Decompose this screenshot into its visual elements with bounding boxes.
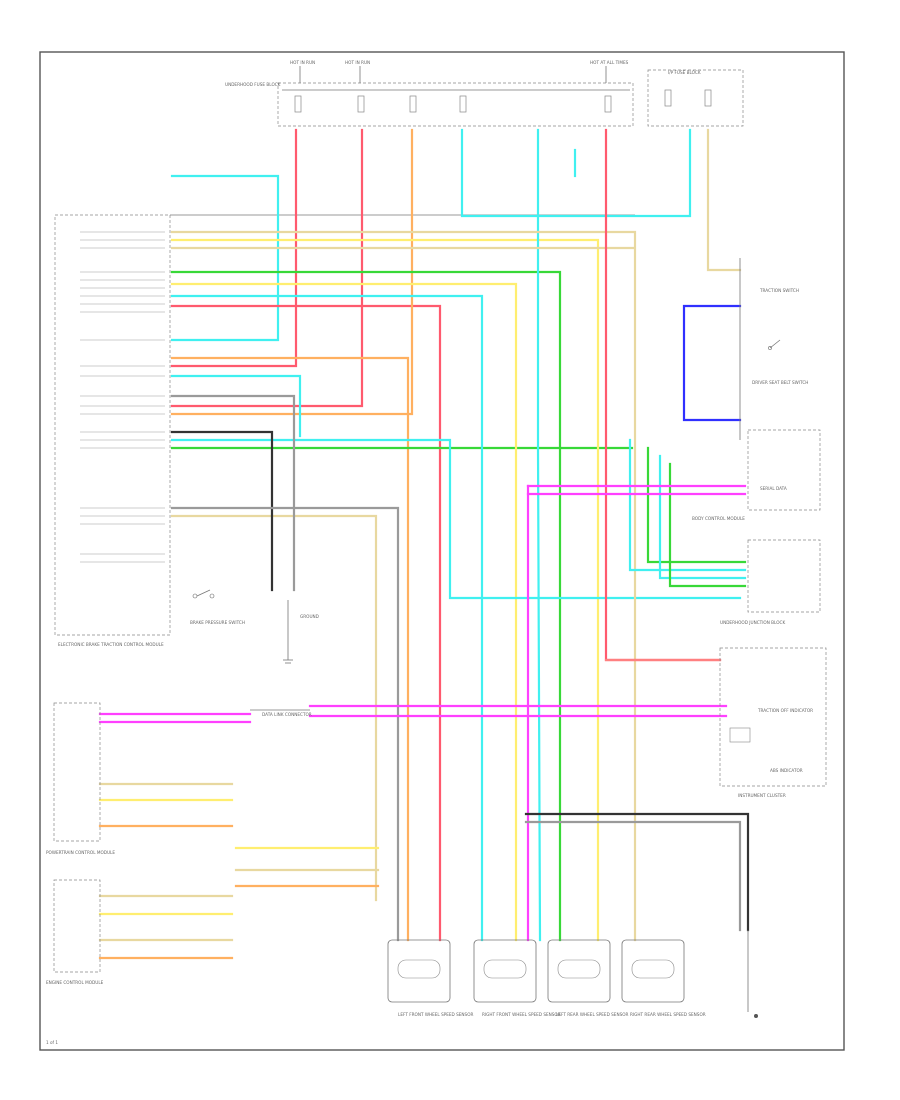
fuse-label-hot-all-times: HOT AT ALL TIMES — [590, 60, 629, 65]
ground-label: GROUND — [300, 614, 319, 619]
ebcm-module: ELECTRONIC BRAKE TRACTION CONTROL MODULE… — [54, 214, 635, 647]
ebcm-label: ELECTRONIC BRAKE TRACTION CONTROL MODULE — [58, 642, 164, 647]
pcm-lower-label: ENGINE CONTROL MODULE — [46, 980, 104, 985]
rf-wheel-sensor: RIGHT FRONT WHEEL SPEED SENSOR — [473, 939, 561, 1017]
lf-sensor-label: LEFT FRONT WHEEL SPEED SENSOR — [398, 1012, 474, 1017]
rr-wheel-sensor: RIGHT REAR WHEEL SPEED SENSOR — [621, 939, 706, 1017]
instrument-cluster: INSTRUMENT CLUSTER TRACTION OFF INDICATO… — [719, 647, 827, 798]
serial-data-label: SERIAL DATA — [760, 486, 787, 491]
pcm-upper-label: POWERTRAIN CONTROL MODULE — [46, 850, 115, 855]
rf-sensor-label: RIGHT FRONT WHEEL SPEED SENSOR — [482, 1012, 561, 1017]
pcm-lower: ENGINE CONTROL MODULE — [46, 879, 104, 985]
underhood-fuse-block: HOT IN RUN HOT IN RUN HOT AT ALL TIMES U… — [225, 60, 744, 127]
wheel-speed-sensors: LEFT FRONT WHEEL SPEED SENSOR RIGHT FRON… — [387, 939, 706, 1017]
tcs-indicator-label: TRACTION OFF INDICATOR — [757, 708, 813, 713]
rr-sensor-label: RIGHT REAR WHEEL SPEED SENSOR — [630, 1012, 706, 1017]
body-control-module: BODY CONTROL MODULE SERIAL DATA — [692, 429, 821, 521]
traction-switch: TRACTION SWITCH DRIVER SEAT BELT SWITCH — [739, 258, 808, 440]
fuse-block-label: UNDERHOOD FUSE BLOCK — [225, 82, 281, 87]
tcs-switch-label: TRACTION SWITCH — [759, 288, 799, 293]
underhood-junction-block: UNDERHOOD JUNCTION BLOCK — [720, 539, 821, 625]
lf-wheel-sensor: LEFT FRONT WHEEL SPEED SENSOR — [387, 939, 474, 1017]
ground-bottom-right — [747, 930, 758, 1018]
lr-sensor-label: LEFT REAR WHEEL SPEED SENSOR — [556, 1012, 629, 1017]
page-marker: 1 of 1 — [46, 1040, 58, 1045]
diagram-frame — [39, 51, 845, 1051]
seat-belt-label: DRIVER SEAT BELT SWITCH — [752, 380, 808, 385]
wire-bundle-main — [98, 128, 750, 960]
pcm-upper: POWERTRAIN CONTROL MODULE — [46, 702, 115, 855]
data-link-label: DATA LINK CONNECTOR — [262, 712, 312, 717]
bcm-label: BODY CONTROL MODULE — [692, 516, 745, 521]
fuse-label-hot-run-left: HOT IN RUN — [290, 60, 315, 65]
lr-wheel-sensor: LEFT REAR WHEEL SPEED SENSOR — [547, 939, 629, 1017]
ground-symbol: GROUND — [283, 600, 319, 664]
inst-cluster-label: INSTRUMENT CLUSTER — [738, 793, 786, 798]
pressure-switch-label: BRAKE PRESSURE SWITCH — [190, 620, 245, 625]
fuse-label-hot-run-mid: HOT IN RUN — [345, 60, 370, 65]
data-link-connector: DATA LINK CONNECTOR — [250, 709, 312, 717]
ipfb-label: I/P FUSE BLOCK — [668, 70, 701, 75]
abs-indicator-label: ABS INDICATOR — [770, 768, 803, 773]
junction-label: UNDERHOOD JUNCTION BLOCK — [720, 620, 785, 625]
